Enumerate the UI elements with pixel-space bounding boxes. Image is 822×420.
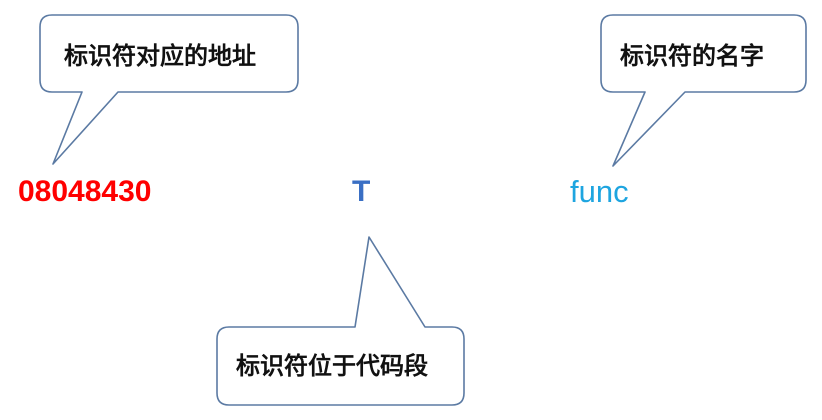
callout-name-bubble bbox=[600, 14, 807, 167]
symbol-name: func bbox=[570, 174, 629, 209]
symbol-address: 08048430 bbox=[18, 175, 152, 208]
callout-address-bubble bbox=[39, 14, 299, 165]
callout-name-text: 标识符的名字 bbox=[620, 42, 764, 70]
callout-section-text: 标识符位于代码段 bbox=[236, 352, 428, 380]
symbol-type: T bbox=[352, 175, 371, 208]
callout-address-text: 标识符对应的地址 bbox=[64, 42, 256, 70]
callout-section-bubble bbox=[216, 236, 465, 406]
